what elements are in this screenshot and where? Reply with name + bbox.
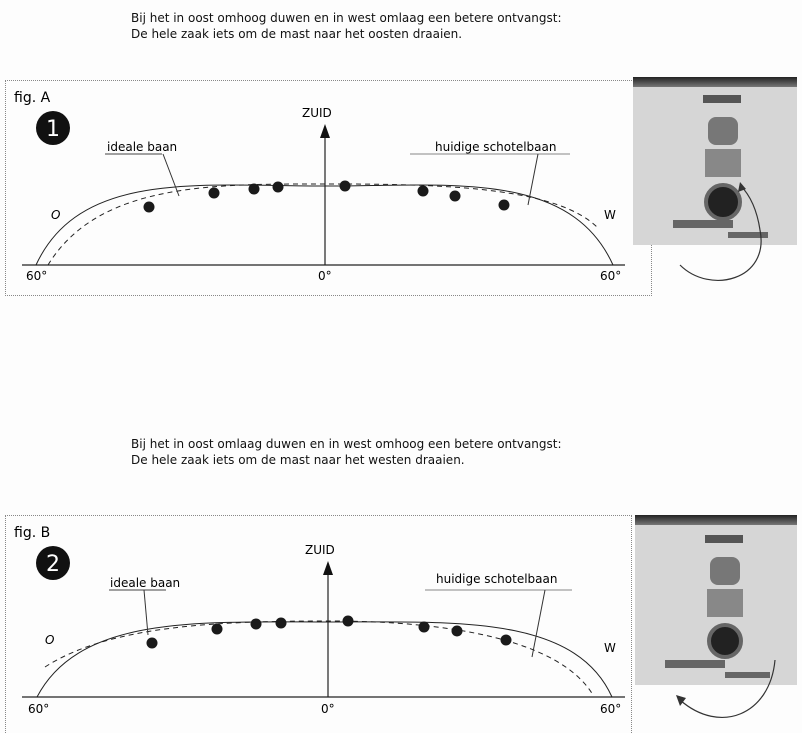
measure-point <box>449 190 461 202</box>
fig-a-current-leader <box>527 153 539 206</box>
fig-b-left-deg: 60° <box>28 702 49 716</box>
fig-b-measurements <box>146 615 512 649</box>
dish-mount-photo-b <box>635 515 797 685</box>
dish-mount-image <box>673 95 768 238</box>
fig-a-right-deg: 60° <box>600 269 621 283</box>
fig-a-zuid: ZUID <box>302 106 332 120</box>
measure-point <box>339 180 351 192</box>
fig-a-current-label: huidige schotelbaan <box>435 140 556 154</box>
dish-mount-photo-a <box>633 77 797 245</box>
caption-a-line-2: De hele zaak iets om de mast naar het oo… <box>131 27 463 41</box>
fig-b-arrow-icon <box>323 561 333 575</box>
rotate-west-arrow-icon <box>676 659 776 718</box>
fig-a-ideal-label: ideale baan <box>107 140 177 154</box>
measure-point <box>500 634 512 646</box>
fig-a-ideal-leader <box>162 153 180 197</box>
measure-point <box>498 199 510 211</box>
dish-mount-image <box>665 535 770 678</box>
fig-a-label: fig. A <box>14 90 51 106</box>
rotate-east-arrow-icon <box>679 182 762 281</box>
fig-b-badge <box>36 546 70 580</box>
fig-a-arrow-icon <box>320 124 330 138</box>
fig-b-current-label: huidige schotelbaan <box>436 572 557 586</box>
fig-a-badge <box>36 111 70 145</box>
measure-point <box>417 185 429 197</box>
fig-a-ideal-arc <box>35 184 614 266</box>
fig-b-current-arc <box>44 620 594 696</box>
fig-b-label: fig. B <box>14 525 50 541</box>
fig-a: fig. A 1 ZUID ideale baan huidige <box>14 90 625 283</box>
fig-b-ideal-leader <box>143 589 149 636</box>
measure-point <box>418 621 430 633</box>
measure-point <box>250 618 262 630</box>
measure-point <box>143 201 155 213</box>
caption-a-line-1: Bij het in oost omhoog duwen en in west … <box>131 11 562 25</box>
measure-point <box>275 617 287 629</box>
fig-b-zuid: ZUID <box>305 543 335 557</box>
caption-b-line-1: Bij het in oost omlaag duwen en in west … <box>131 437 562 451</box>
fig-a-current-arc <box>47 183 599 266</box>
fig-a-measurements <box>143 180 510 213</box>
fig-b-badge-number: 2 <box>46 552 60 577</box>
fig-b-current-leader <box>531 589 546 658</box>
fig-b-ideal-label: ideale baan <box>110 576 180 590</box>
fig-a-badge-number: 1 <box>46 117 60 142</box>
caption-a: Bij het in oost omhoog duwen en in west … <box>131 10 562 42</box>
fig-b-east: O <box>45 633 54 647</box>
fig-b-right-deg: 60° <box>600 702 621 716</box>
fig-a-mid-deg: 0° <box>318 269 332 283</box>
caption-b: Bij het in oost omlaag duwen en in west … <box>131 436 562 468</box>
measure-point <box>272 181 284 193</box>
measure-point <box>146 637 158 649</box>
measure-point <box>208 187 220 199</box>
measure-point <box>248 183 260 195</box>
fig-a-east: O <box>51 208 60 222</box>
measure-point <box>211 623 223 635</box>
fig-b-mid-deg: 0° <box>321 702 335 716</box>
fig-a-west: W <box>604 208 616 222</box>
measure-point <box>451 625 463 637</box>
caption-b-line-2: De hele zaak iets om de mast naar het we… <box>131 453 465 467</box>
fig-b: fig. B 2 ZUID ideale baan huidige <box>14 525 625 716</box>
fig-a-left-deg: 60° <box>26 269 47 283</box>
measure-point <box>342 615 354 627</box>
fig-b-frame <box>5 515 632 733</box>
fig-b-west: W <box>604 641 616 655</box>
